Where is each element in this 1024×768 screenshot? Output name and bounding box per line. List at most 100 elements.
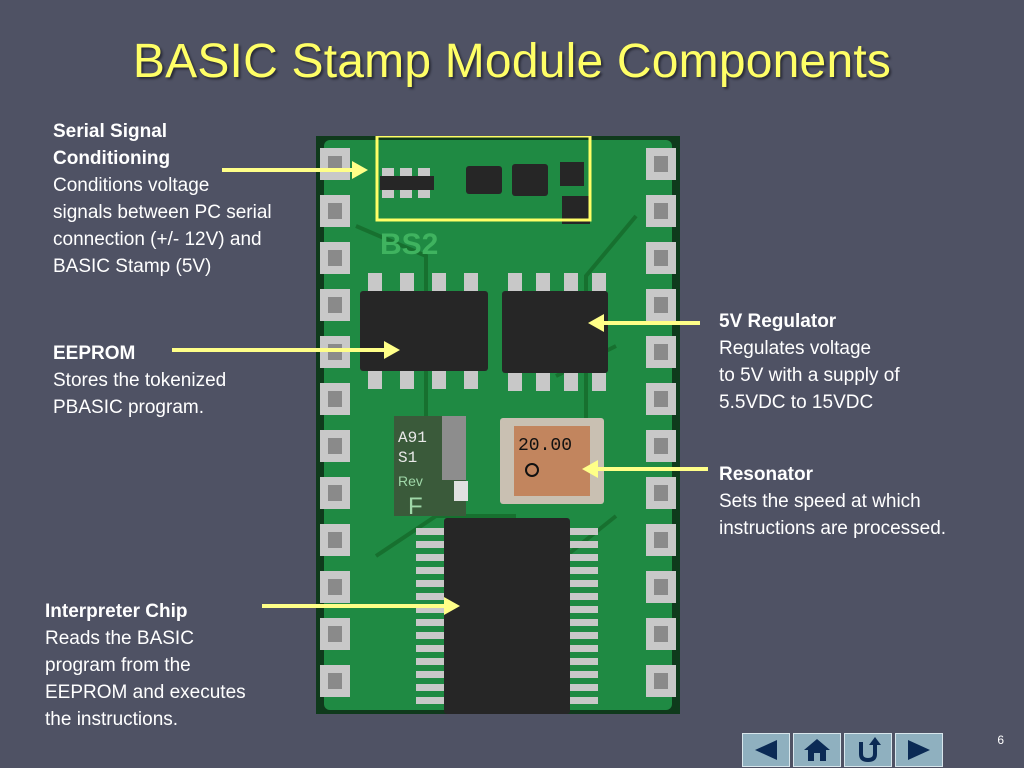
chip-pin (416, 632, 444, 639)
chip-pin (570, 554, 598, 561)
board-pad-hole (328, 391, 342, 407)
rev-letter: F (408, 493, 423, 520)
board-pad-hole (328, 485, 342, 501)
chip-pin (416, 554, 444, 561)
serial-callout-title: Serial Signal Conditioning (53, 121, 171, 169)
chip-pin (416, 671, 444, 678)
board-pad-hole (654, 391, 668, 407)
slide-navigation (742, 733, 943, 767)
arrow-left-icon (755, 740, 777, 760)
chip-pin (416, 567, 444, 574)
serial-arrow-head (352, 161, 368, 179)
chip-pin (570, 671, 598, 678)
resonator-callout: Resonator Sets the speed at which instru… (719, 461, 1009, 542)
chip-pin (570, 528, 598, 535)
chip-pin (416, 593, 444, 600)
chip-pin (416, 619, 444, 626)
chip-pin (464, 371, 478, 389)
resonator-arrow-line (598, 467, 708, 471)
chip-pin (416, 541, 444, 548)
arrow-right-icon (908, 740, 930, 760)
part-mark-line2: S1 (398, 449, 417, 467)
chip-pin (570, 658, 598, 665)
chip-pin (570, 619, 598, 626)
chip-pin (570, 567, 598, 574)
resonator-mark: 20.00 (518, 436, 572, 456)
page-number: 6 (997, 733, 1004, 747)
board-pad-hole (654, 532, 668, 548)
regulator-callout-description: Regulates voltage to 5V with a supply of… (719, 338, 900, 413)
eeprom-arrow-head (384, 341, 400, 359)
chip-pin (416, 658, 444, 665)
serial-callout: Serial Signal Conditioning Conditions vo… (53, 118, 323, 280)
home-button[interactable] (793, 733, 841, 767)
next-slide-button[interactable] (895, 733, 943, 767)
interpreter-arrow-line (262, 604, 444, 608)
board-pad-hole (654, 579, 668, 595)
chip-pin (536, 273, 550, 291)
chip-pin (464, 273, 478, 291)
resonator-arrow-head (582, 460, 598, 478)
interpreter-callout: Interpreter Chip Reads the BASIC program… (45, 598, 295, 733)
chip-pin (432, 273, 446, 291)
chip-pin (416, 580, 444, 587)
serial-callout-description: Conditions voltage signals between PC se… (53, 175, 272, 277)
chip-pin (416, 684, 444, 691)
board-pad-hole (654, 344, 668, 360)
chip-pin (570, 645, 598, 652)
interpreter-callout-title: Interpreter Chip (45, 601, 188, 622)
chip-pin (570, 580, 598, 587)
return-icon (859, 737, 881, 763)
chip-pin (570, 593, 598, 600)
board-pad-hole (654, 203, 668, 219)
chip-pin (416, 528, 444, 535)
board-pad-hole (328, 203, 342, 219)
serial-arrow-line (222, 168, 352, 172)
chip-pin (368, 371, 382, 389)
chip-pin (368, 273, 382, 291)
chip-pin (416, 697, 444, 704)
chip-pin (400, 273, 414, 291)
chip-pin (508, 373, 522, 391)
chip-pin (570, 541, 598, 548)
chip-pin (592, 373, 606, 391)
interpreter-callout-description: Reads the BASIC program from the EEPROM … (45, 628, 246, 730)
board-pad-hole (328, 579, 342, 595)
chip-pin (570, 684, 598, 691)
board-pad-hole (654, 297, 668, 313)
return-button[interactable] (844, 733, 892, 767)
chip-pin (564, 273, 578, 291)
chip-pin (570, 697, 598, 704)
chip-pin (536, 373, 550, 391)
board-pad-hole (328, 250, 342, 266)
regulator-callout: 5V Regulator Regulates voltage to 5V wit… (719, 308, 999, 416)
chip-pin (416, 645, 444, 652)
chip-pin (570, 606, 598, 613)
board-pad-hole (328, 344, 342, 360)
chip-pin (570, 632, 598, 639)
chip-pin (592, 273, 606, 291)
regulator-callout-title: 5V Regulator (719, 311, 837, 332)
home-icon (804, 739, 830, 761)
part-mark-line1: A91 (398, 429, 427, 447)
interpreter-arrow-head (444, 597, 460, 615)
chip-pin (416, 606, 444, 613)
board-pad-hole (328, 673, 342, 689)
eeprom-arrow-line (172, 348, 384, 352)
regulator-arrow-head (588, 314, 604, 332)
board-pad-hole (328, 532, 342, 548)
eeprom-callout: EEPROM Stores the tokenized PBASIC progr… (53, 340, 293, 421)
board-pad-hole (328, 297, 342, 313)
resonator-callout-description: Sets the speed at which instructions are… (719, 491, 947, 539)
slide-title: BASIC Stamp Module Components (132, 35, 892, 88)
rev-label: Rev (398, 473, 423, 489)
board-pad-hole (328, 626, 342, 642)
previous-slide-button[interactable] (742, 733, 790, 767)
board-silkscreen-text: BS2 (380, 228, 438, 261)
board-pad-hole (654, 438, 668, 454)
resonator-callout-title: Resonator (719, 464, 813, 485)
board-pad-hole (654, 673, 668, 689)
board-pad-hole (654, 156, 668, 172)
chip-pin (564, 373, 578, 391)
board-pad-hole (328, 438, 342, 454)
